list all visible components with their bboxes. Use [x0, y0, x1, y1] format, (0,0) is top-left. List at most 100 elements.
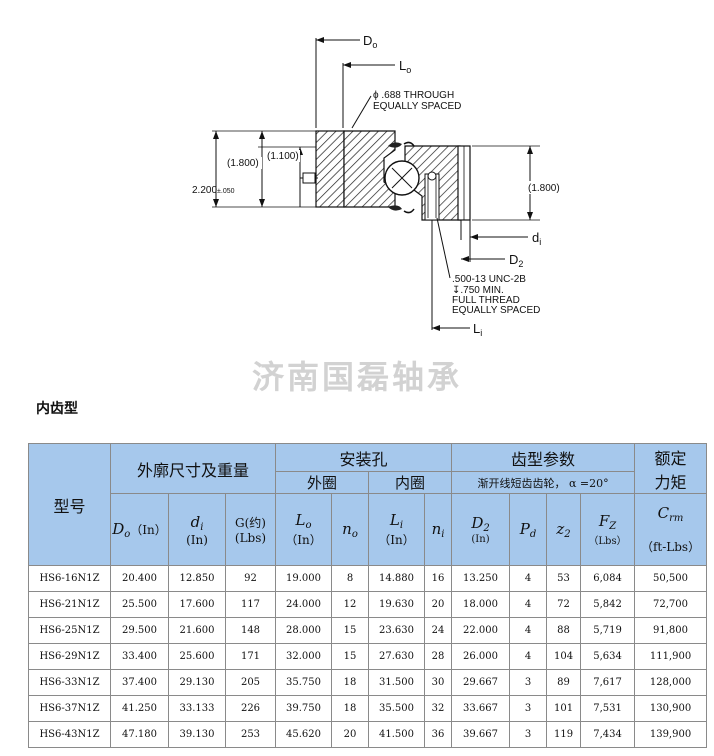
cell: 130,900	[634, 695, 708, 722]
header-mounting-holes: 安装孔	[274, 443, 453, 472]
cell: 117	[225, 591, 276, 618]
header-rated-moment: 额定力矩	[634, 443, 708, 494]
cell: 139,900	[634, 721, 708, 748]
cell: 26.000	[451, 643, 511, 670]
section-title: 内齿型	[36, 401, 78, 417]
cell: 92	[225, 565, 276, 592]
cell: 128,000	[634, 669, 708, 696]
cell: 3	[509, 721, 548, 748]
cell: HS6-37N1Z	[28, 695, 111, 722]
cell: 39.130	[168, 721, 226, 748]
cell: 33.667	[451, 695, 511, 722]
cell: 31.500	[368, 669, 425, 696]
col-fz: FZ（Lbs）	[580, 493, 636, 566]
cell: 29.667	[451, 669, 511, 696]
cell: 7,434	[580, 721, 636, 748]
dim-2200: 2.200±.050	[192, 185, 235, 196]
cell: 35.750	[275, 669, 332, 696]
cell: 18	[331, 695, 369, 722]
cell: 205	[225, 669, 276, 696]
cell: 25.500	[110, 591, 169, 618]
header-outer-dimensions: 外廓尺寸及重量	[110, 443, 276, 494]
header-gear-note: 渐开线短齿齿轮， α =20°	[451, 471, 636, 494]
cell: 19.630	[368, 591, 425, 618]
cell: 32	[423, 695, 453, 722]
cell: 111,900	[634, 643, 708, 670]
cell: 72,700	[634, 591, 708, 618]
cell: 53	[546, 565, 582, 592]
cell: 41.250	[110, 695, 169, 722]
cell: 35.500	[368, 695, 425, 722]
cell: 12	[331, 591, 369, 618]
cell: 15	[331, 643, 369, 670]
cell: 5,634	[580, 643, 636, 670]
cell: 36	[423, 721, 453, 748]
cell: 16	[423, 565, 453, 592]
cell: 104	[546, 643, 582, 670]
col-pd: Pd	[509, 493, 548, 566]
cell: 29.500	[110, 617, 169, 644]
cell: 15	[331, 617, 369, 644]
col-z2: z2	[546, 493, 582, 566]
thread-note-line2: ↧.750 MIN.	[452, 285, 504, 296]
cell: HS6-43N1Z	[28, 721, 111, 748]
cell: 19.000	[275, 565, 332, 592]
cell: 5,719	[580, 617, 636, 644]
cell: 47.180	[110, 721, 169, 748]
col-di: di(In)	[168, 493, 226, 566]
dim-1100: (1.100)	[267, 151, 299, 162]
cell: 101	[546, 695, 582, 722]
col-lo: Lo（In）	[275, 493, 332, 566]
cell: 18	[331, 669, 369, 696]
cell: 7,531	[580, 695, 636, 722]
cell: 5,842	[580, 591, 636, 618]
cell: 14.880	[368, 565, 425, 592]
thread-note-line4: EQUALLY SPACED	[452, 305, 540, 316]
hole-note-line2: EQUALLY SPACED	[373, 101, 461, 112]
cell: 20	[423, 591, 453, 618]
cell: HS6-33N1Z	[28, 669, 111, 696]
cell: 4	[509, 591, 548, 618]
cell: 28.000	[275, 617, 332, 644]
cell: HS6-21N1Z	[28, 591, 111, 618]
col-no: no	[331, 493, 369, 566]
cell: 171	[225, 643, 276, 670]
cell: 39.667	[451, 721, 511, 748]
header-model: 型号	[28, 443, 111, 566]
cell: 28	[423, 643, 453, 670]
cell: 37.400	[110, 669, 169, 696]
cell: 41.500	[368, 721, 425, 748]
header-gear-parameters: 齿型参数	[451, 443, 636, 472]
thread-note-line1: .500-13 UNC-2B	[452, 274, 526, 285]
cell: 39.750	[275, 695, 332, 722]
cell: 13.250	[451, 565, 511, 592]
cell: 4	[509, 643, 548, 670]
cell: 20.400	[110, 565, 169, 592]
cell: 6,084	[580, 565, 636, 592]
cell: 21.600	[168, 617, 226, 644]
col-weight: G(约)(Lbs)	[225, 493, 276, 566]
cell: 32.000	[275, 643, 332, 670]
cell: HS6-29N1Z	[28, 643, 111, 670]
label-d2: D2	[509, 252, 523, 269]
spec-table: 型号 外廓尺寸及重量 安装孔 齿型参数 额定力矩 外圈 内圈 渐开线短齿齿轮， …	[28, 443, 708, 748]
cell: 226	[225, 695, 276, 722]
cell: 4	[509, 565, 548, 592]
hole-note-line1: ϕ .688 THROUGH	[373, 90, 454, 101]
cell: 3	[509, 669, 548, 696]
cell: 91,800	[634, 617, 708, 644]
cell: 7,617	[580, 669, 636, 696]
col-do: Do（In）	[110, 493, 169, 566]
cell: HS6-16N1Z	[28, 565, 111, 592]
cell: 24.000	[275, 591, 332, 618]
cell: 17.600	[168, 591, 226, 618]
thread-note-line3: FULL THREAD	[452, 295, 520, 306]
col-crm: Crm（ft-Lbs）	[634, 493, 708, 566]
header-inner-ring: 内圈	[367, 471, 453, 494]
cell: 29.130	[168, 669, 226, 696]
